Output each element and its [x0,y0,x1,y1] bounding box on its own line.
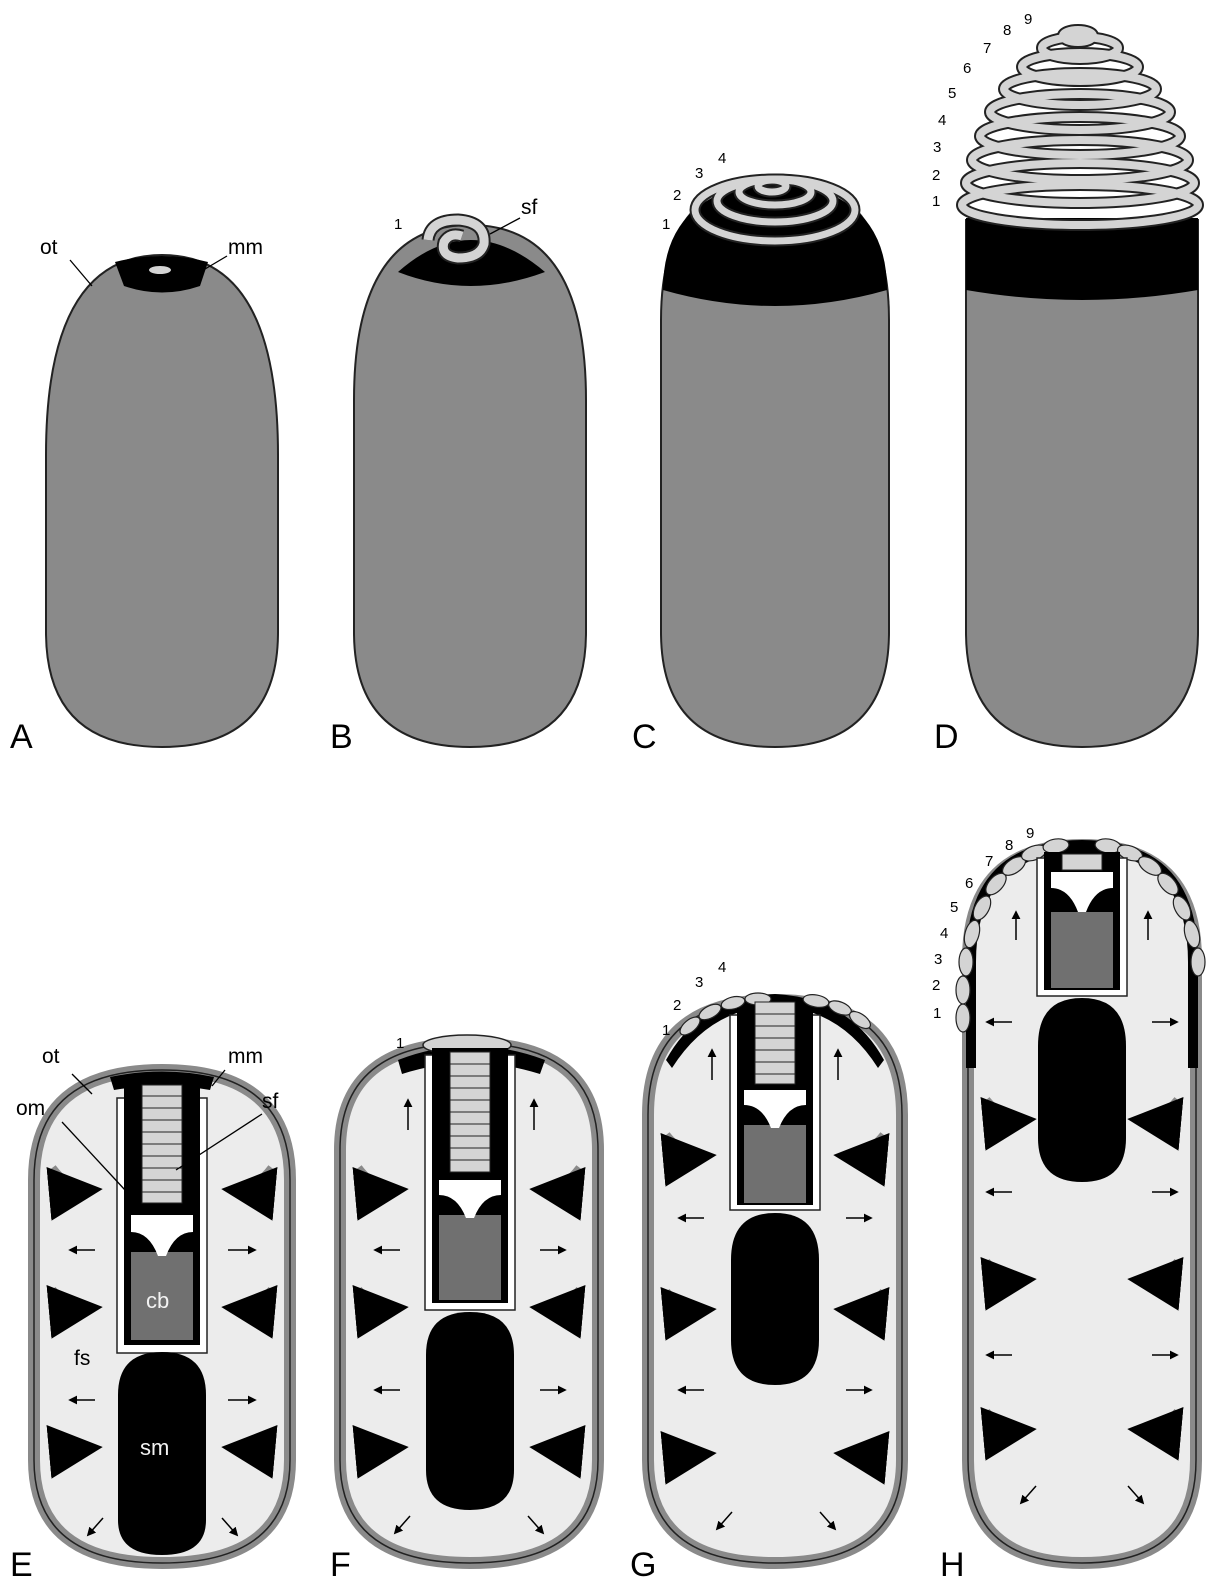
capsule-a-tip [115,256,208,293]
coil-number: 4 [940,925,948,942]
capsule-body-f [439,1215,501,1300]
capsule-body-g [744,1125,806,1203]
panel-letter-g: G [630,1546,656,1577]
label-mm: mm [228,1045,263,1068]
spiral-d [962,30,1198,225]
label-fs: fs [74,1347,90,1370]
label-ot: ot [40,236,58,259]
coil-number: 2 [932,167,940,184]
panel-letter-e: E [10,1546,33,1577]
coil-number: 2 [673,997,681,1014]
capsule-a-body [46,255,278,747]
label-sm: sm [140,1435,169,1460]
coil-number: 7 [985,853,993,870]
minute-thread-a [149,266,171,274]
coil-number: 4 [718,150,726,167]
coil-number: 5 [950,899,958,916]
stacked-filament-e [142,1085,182,1203]
panel-a: ot mm A [10,236,278,756]
capsule-b-body [354,225,586,747]
leader-ot-a [70,260,92,286]
stacked-filament-f [450,1052,490,1172]
coil-number: 3 [695,165,703,182]
stacked-filament-g [755,1002,795,1084]
coil-number: 2 [673,187,681,204]
coil-number: 9 [1024,11,1032,28]
label-sf: sf [521,196,538,219]
panel-b: sf 1 B [330,196,586,756]
sac-g [731,1213,819,1385]
coil-number: 9 [1026,825,1034,842]
coil-number: 2 [932,977,940,994]
panel-letter-d: D [934,718,959,756]
label-om: om [16,1097,45,1120]
panel-letter-c: C [632,718,657,756]
panel-d: 1 2 3 4 5 6 7 8 9 D [932,11,1198,756]
panel-letter-b: B [330,718,353,756]
coil-number: 1 [396,1035,404,1052]
sac-h [1038,998,1126,1182]
coil-number: 1 [662,216,670,233]
panel-letter-h: H [940,1546,965,1577]
coil-number: 1 [662,1022,670,1039]
coil-number: 8 [1005,837,1013,854]
panel-c: 1 2 3 4 C [632,150,889,756]
panel-h: 1 2 3 4 5 6 7 8 9 H [932,825,1205,1577]
coil-number: 3 [934,951,942,968]
panel-f: 1 F [330,1035,598,1577]
filament-remnant-h [1062,854,1102,870]
label-cb: cb [146,1288,169,1313]
coil-number: 3 [695,974,703,991]
label-ot: ot [42,1045,60,1068]
panel-letter-f: F [330,1546,351,1577]
coil-number: 6 [965,875,973,892]
panel-g: 1 2 3 4 G [630,959,902,1577]
label-mm: mm [228,236,263,259]
panel-e: ot mm om sf cb fs sm E [10,1045,290,1577]
sac-f [426,1312,514,1510]
coil-number: 1 [932,193,940,210]
coil-number: 4 [938,112,946,129]
label-sf: sf [262,1090,279,1113]
coil-number: 1 [933,1005,941,1022]
coil-number: 7 [983,40,991,57]
coil-number: 3 [933,139,941,156]
coil-number: 5 [948,85,956,102]
coil-number: 1 [394,216,402,233]
coil-number: 8 [1003,22,1011,39]
panel-letter-a: A [10,718,33,756]
coil-number: 4 [718,959,726,976]
coil-number: 6 [963,60,971,77]
capsule-body-h [1051,912,1113,988]
